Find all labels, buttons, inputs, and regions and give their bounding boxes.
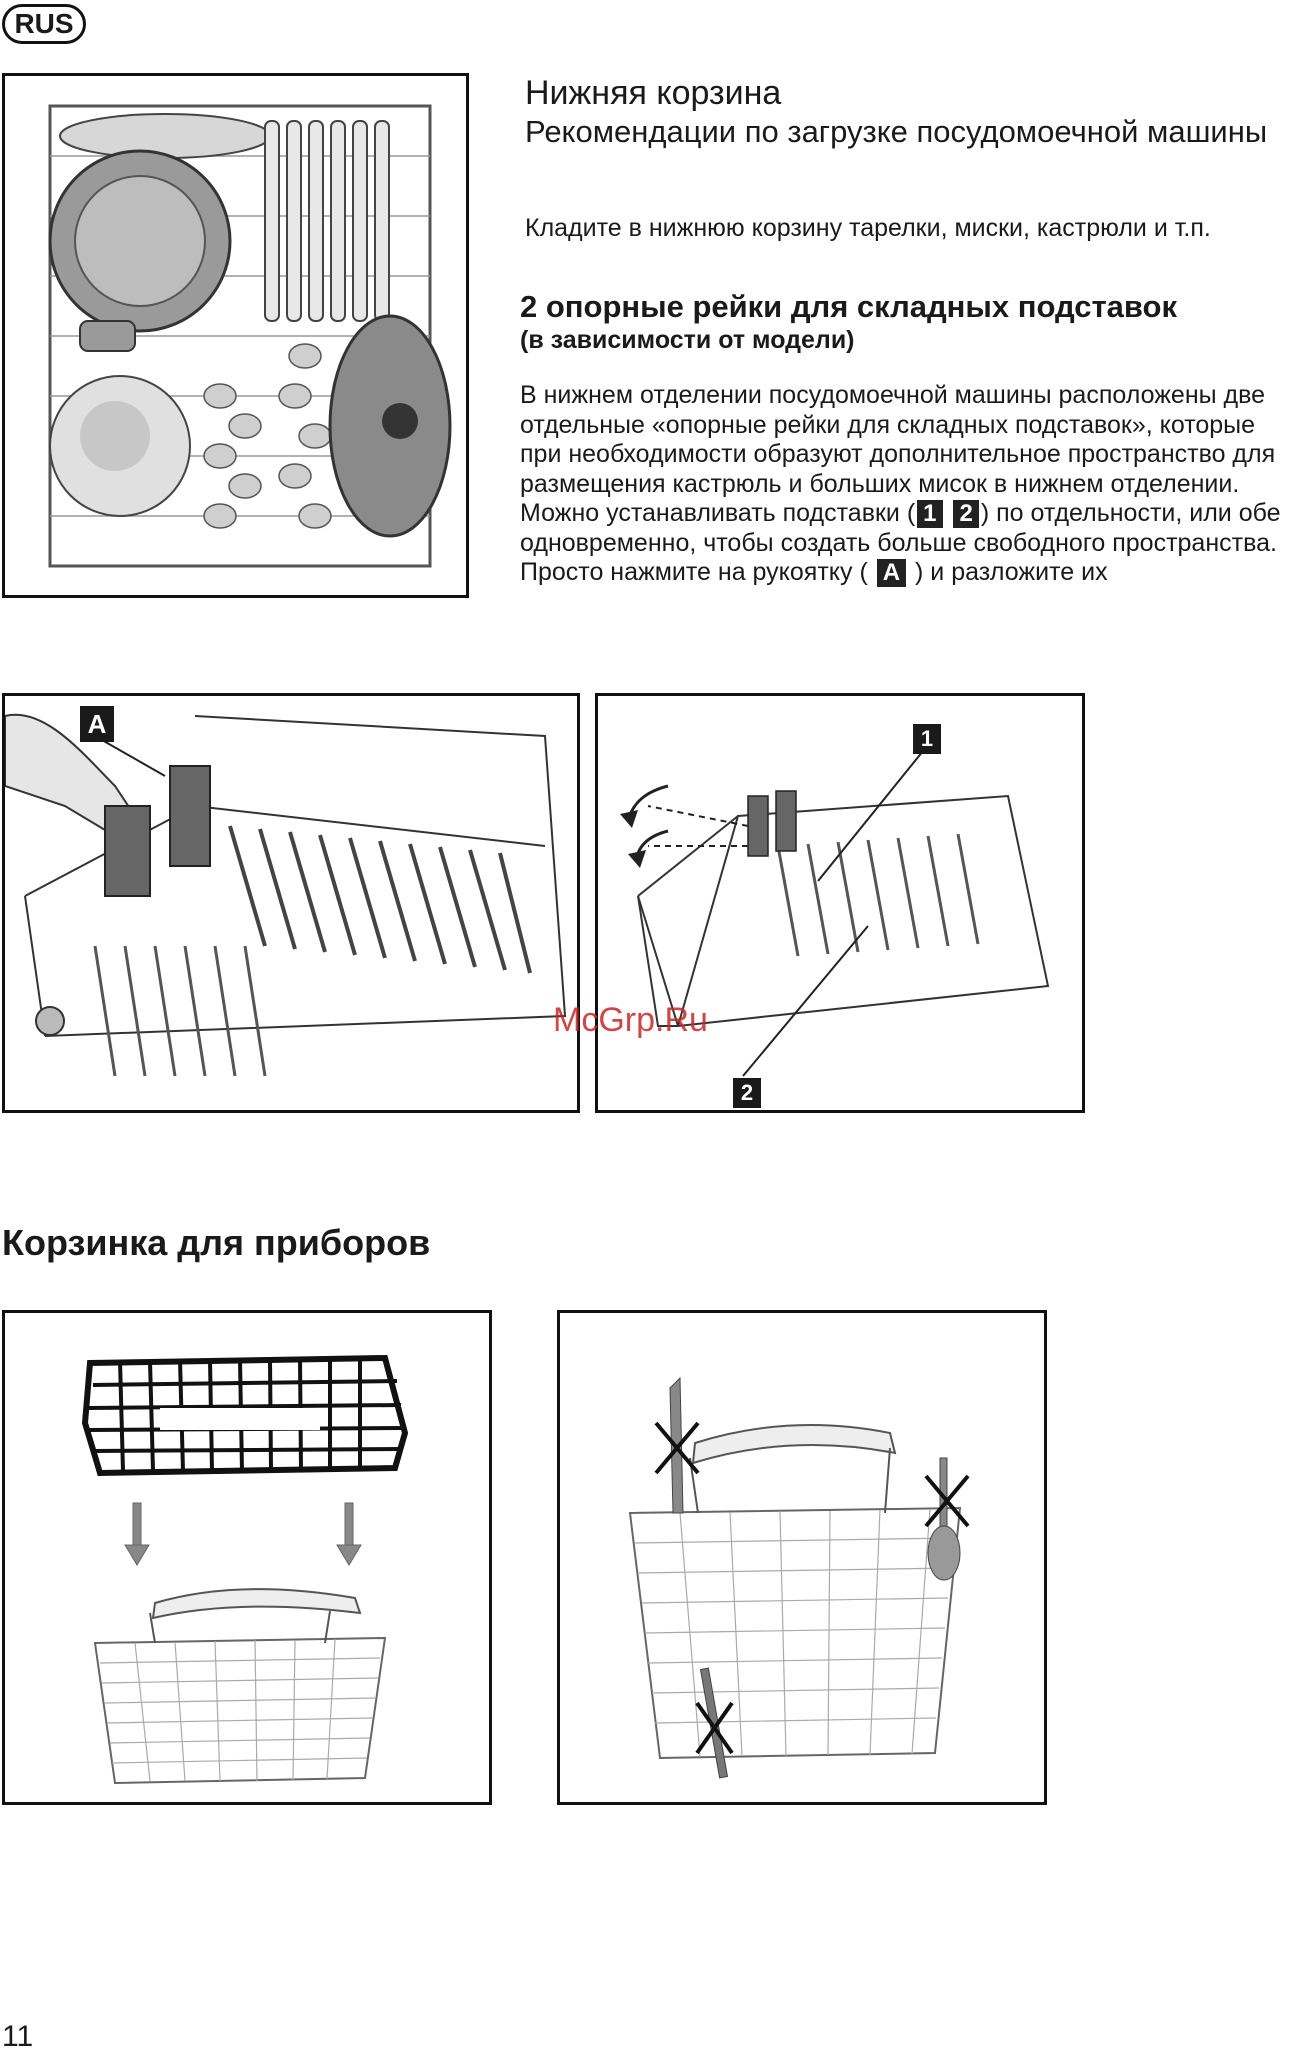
- rails-body-text-2: ) по отдельности, или обе одновременно, …: [520, 499, 1281, 557]
- rail-fold-figure: 1 2: [595, 693, 1085, 1113]
- figure-label-1: 1: [913, 724, 941, 754]
- cutlery-heading: Корзинка для приборов: [2, 1222, 431, 1263]
- rails-body-text-3: Просто нажмите на рукоятку (: [520, 558, 868, 586]
- cutlery-grid-figure: [2, 1310, 492, 1805]
- rails-body: В нижнем отделении посудомоечной машины …: [520, 381, 1290, 588]
- lower-basket-figure: [2, 73, 469, 598]
- cutlery-wrong-figure: [557, 1310, 1047, 1805]
- lower-basket-subtitle: Рекомендации по загрузке посудомоечной м…: [525, 114, 1268, 149]
- language-badge: RUS: [2, 4, 86, 44]
- watermark: McGrp.Ru: [553, 1001, 708, 1039]
- rails-body-text-1: В нижнем отделении посудомоечной машины …: [520, 381, 1276, 527]
- label-2: 2: [953, 500, 979, 528]
- rails-subheading: (в зависимости от модели): [520, 326, 855, 354]
- lower-basket-intro: Кладите в нижнюю корзину тарелки, миски,…: [525, 214, 1211, 242]
- label-a: A: [876, 559, 907, 587]
- figure-label-a: A: [80, 706, 114, 742]
- figure-label-2: 2: [733, 1078, 761, 1108]
- rail-handle-figure: A: [2, 693, 580, 1113]
- rails-body-text-4: ) и разложите их: [915, 558, 1108, 586]
- page-number: 11: [2, 2020, 34, 2053]
- lower-basket-title: Нижняя корзина: [525, 74, 782, 112]
- rails-heading: 2 опорные рейки для складных подставок: [520, 289, 1178, 324]
- label-1: 1: [917, 500, 943, 528]
